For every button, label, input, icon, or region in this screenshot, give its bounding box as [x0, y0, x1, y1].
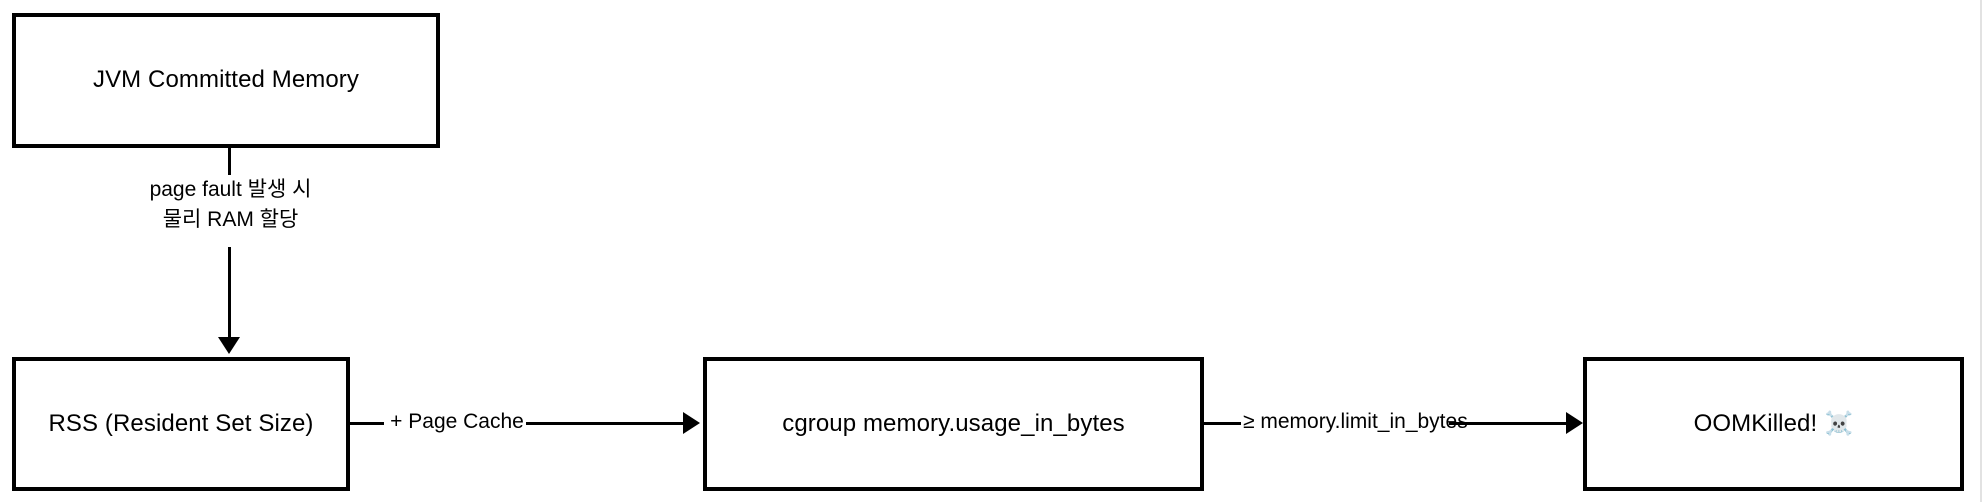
edge-label-page-fault-line2: 물리 RAM 할당: [162, 208, 299, 232]
skull-and-crossbones-icon: ☠️: [1817, 410, 1854, 437]
edge-label-page-cache: + Page Cache: [384, 408, 530, 436]
edge-jvm-to-rss-line-upper: [228, 148, 231, 191]
edge-cgroup-to-oomkilled-line-right: [1449, 422, 1566, 425]
node-rss-resident-set-size[interactable]: RSS (Resident Set Size): [12, 357, 350, 491]
arrowhead-down-icon-jvm-to-rss: [218, 337, 240, 354]
node-jvm-committed-memory-label: JVM Committed Memory: [92, 66, 360, 94]
node-rss-resident-set-size-label: RSS (Resident Set Size): [48, 409, 314, 437]
edge-rss-to-cgroup-line-left: [350, 422, 384, 425]
edge-label-page-fault: page fault 발생 시 물리 RAM 할당: [92, 175, 369, 236]
node-cgroup-memory-usage-in-bytes[interactable]: cgroup memory.usage_in_bytes: [703, 357, 1204, 491]
edge-label-memory-limit-in-bytes: ≥ memory.limit_in_bytes: [1241, 408, 1468, 436]
arrowhead-right-icon-cgroup-to-oomkilled: [1566, 412, 1583, 434]
edge-jvm-to-rss-line-lower: [228, 247, 231, 339]
edge-rss-to-cgroup-line-right: [526, 422, 683, 425]
edge-cgroup-to-oomkilled-line-left: [1204, 422, 1241, 425]
arrowhead-right-icon-rss-to-cgroup: [683, 412, 700, 434]
node-oomkilled[interactable]: OOMKilled! ☠️: [1583, 357, 1964, 491]
node-cgroup-memory-usage-in-bytes-label: cgroup memory.usage_in_bytes: [782, 409, 1125, 437]
node-oomkilled-label-wrap: OOMKilled! ☠️: [1694, 410, 1854, 439]
node-jvm-committed-memory[interactable]: JVM Committed Memory: [12, 13, 440, 148]
node-oomkilled-label: OOMKilled!: [1693, 409, 1818, 437]
edge-label-page-fault-line1: page fault 발생 시: [149, 178, 312, 201]
